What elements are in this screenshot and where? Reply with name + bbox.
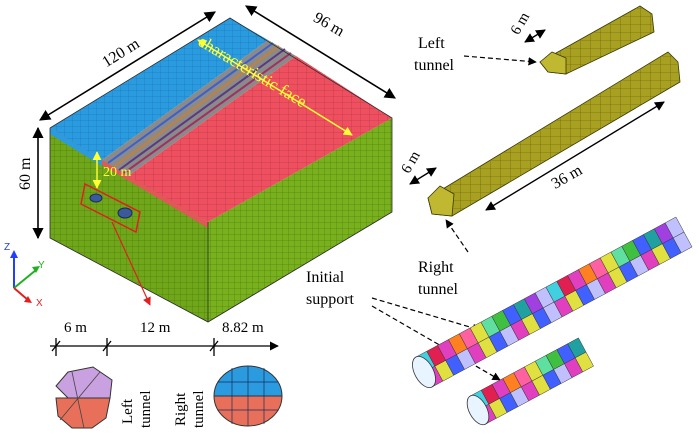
spacing-dims: 6 m 12 m 8.82 m [50, 320, 279, 356]
left-tunnel-label-1: Left [418, 35, 445, 52]
section-left-label-1: Left [120, 398, 136, 424]
left-tunnel-width-arrow [524, 29, 546, 43]
support-segment [567, 337, 587, 359]
axis-x-label: X [36, 298, 43, 309]
initial-support-label-1: Initial [306, 269, 345, 286]
initial-support-label-2: support [306, 291, 355, 308]
dim-20-label: 20 m [103, 165, 132, 180]
left-tunnel-model [539, 5, 655, 75]
left-tunnel-width-label: 6 m [508, 10, 533, 38]
right-tunnel-pointer [445, 219, 469, 253]
spacing-seg3: 8.82 m [222, 320, 264, 336]
dim-96-label: 96 m [310, 9, 347, 40]
support-segment [664, 216, 685, 239]
right-tunnel-length-arrow [485, 101, 665, 211]
section-left-label-2: tunnel [138, 391, 154, 429]
right-tunnel-width-label: 6 m [399, 148, 424, 176]
spacing-seg2: 12 m [140, 320, 171, 336]
axis-y-label: Y [38, 260, 45, 271]
right-tunnel-width-arrow [409, 167, 437, 185]
spacing-seg1: 6 m [64, 320, 87, 336]
highlight-arrow [111, 221, 151, 306]
right-tunnel-model [427, 51, 681, 217]
left-tunnel-label-2: tunnel [414, 57, 455, 74]
left-tunnel-pointer [463, 55, 537, 66]
right-tunnel-label-1: Right [418, 259, 454, 276]
left-section [55, 366, 113, 429]
support-tube-end [412, 355, 436, 389]
right-section [213, 365, 283, 427]
support-pointer-2 [371, 305, 501, 381]
dim-120-arrow [39, 11, 216, 121]
char-face-arrow [197, 39, 353, 136]
dim-120-label: 120 m [99, 35, 143, 71]
support-tube-end [466, 394, 490, 426]
support-tube-long [412, 216, 693, 389]
right-tunnel-length-label: 36 m [549, 161, 586, 192]
section-right-label-1: Right [173, 392, 189, 426]
section-right-label-2: tunnel [191, 391, 207, 429]
right-tunnel-label-2: tunnel [418, 281, 459, 298]
dim-60-label: 60 m [17, 157, 34, 190]
tunnel-highlight-box [80, 182, 141, 234]
support-tube-short [466, 337, 594, 426]
tunnel-hole-right [117, 207, 133, 219]
axis-triad: Z Y X [4, 242, 45, 309]
support-pointer-1 [371, 297, 481, 332]
axis-z-label: Z [4, 242, 10, 253]
tunnel-hole-left [89, 193, 103, 203]
